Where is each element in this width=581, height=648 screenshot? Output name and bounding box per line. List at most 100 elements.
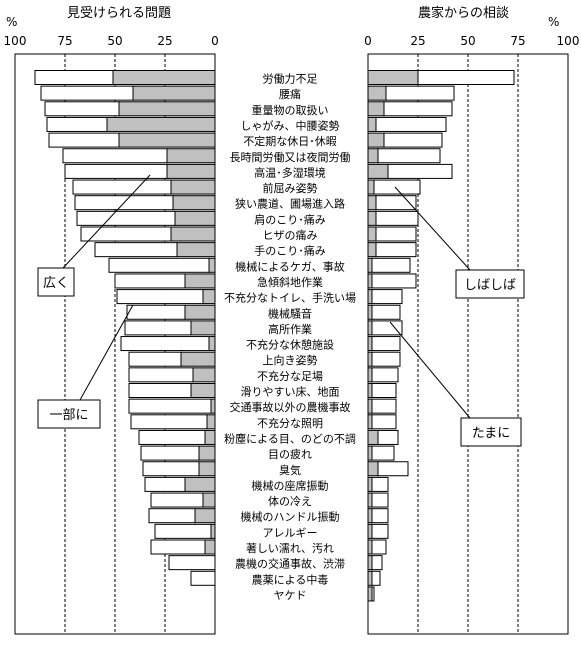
category-label: 高温･多湿環境 xyxy=(254,165,326,179)
left-bar-ichibuni xyxy=(80,226,172,242)
left-bar-ichibuni xyxy=(150,539,206,555)
left-bars xyxy=(34,70,216,586)
right-bar-tamani xyxy=(371,476,389,492)
right-bar-shibashiba xyxy=(367,539,373,555)
right-bar-shibashiba xyxy=(367,163,389,179)
right-bar-tamani xyxy=(371,398,397,414)
category-label: 不充分な足場 xyxy=(257,369,323,383)
category-label: 交通事故以外の農機事故 xyxy=(230,400,351,414)
right-bar-tamani xyxy=(377,461,409,477)
category-label: 不充分な休憩施設 xyxy=(246,338,334,352)
right-tick-label: 75 xyxy=(510,34,525,48)
left-bar-ichibuni xyxy=(190,570,216,586)
left-bar-hiroku xyxy=(192,367,216,383)
category-label: 不充分な照明 xyxy=(257,416,323,430)
right-bar-tamani xyxy=(385,85,455,101)
right-unit-label: % xyxy=(548,15,559,29)
left-bar-ichibuni xyxy=(128,383,192,398)
category-label: 肩のこり･痛み xyxy=(254,212,326,226)
right-bar-tamani xyxy=(371,351,401,367)
right-bar-tamani xyxy=(371,320,403,336)
right-bar-tamani xyxy=(373,179,421,195)
category-label: 臭気 xyxy=(279,463,301,477)
category-label: 粉塵による目、のどの不調 xyxy=(224,431,356,445)
category-label: 機械騒音 xyxy=(268,306,312,320)
right-bar-tamani xyxy=(371,492,389,508)
annotation-hiroku-text: 広く xyxy=(43,276,69,291)
left-bar-hiroku xyxy=(210,523,216,539)
left-bar-ichibuni xyxy=(62,148,168,164)
category-label: 滑りやすい床、地面 xyxy=(241,385,340,399)
left-unit-label: % xyxy=(6,15,17,29)
right-bar-tamani xyxy=(371,383,397,398)
right-bar-shibashiba xyxy=(367,320,373,336)
category-label: 著しい濡れ、汚れ xyxy=(246,541,334,555)
right-tick-label: 25 xyxy=(410,34,425,48)
category-label: 労働力不足 xyxy=(263,72,318,86)
left-bar-ichibuni xyxy=(116,289,204,305)
category-labels: 労働力不足腰痛重量物の取扱いしゃがみ、中腰姿勢不定期な休日･休暇長時間労働又は夜… xyxy=(224,72,356,602)
left-bar-hiroku xyxy=(204,429,216,445)
left-bar-ichibuni xyxy=(94,242,178,258)
left-bar-ichibuni xyxy=(72,179,172,195)
left-bar-hiroku xyxy=(166,163,216,179)
right-bar-shibashiba xyxy=(367,242,377,258)
right-bar-tamani xyxy=(377,429,399,445)
category-label: 前屈み姿勢 xyxy=(263,181,318,195)
left-bar-hiroku xyxy=(184,304,216,320)
left-bar-hiroku xyxy=(132,85,216,101)
right-bar-tamani xyxy=(375,195,417,211)
right-bar-shibashiba xyxy=(367,476,373,492)
left-bar-hiroku xyxy=(194,508,216,524)
left-bar-hiroku xyxy=(202,492,216,508)
category-label: 農薬による中毒 xyxy=(252,572,329,586)
left-bar-hiroku xyxy=(198,461,216,477)
category-label: 機械によるケガ、事故 xyxy=(235,259,344,273)
right-bar-shibashiba xyxy=(367,257,373,273)
right-bars xyxy=(367,70,515,602)
category-label: 長時間労働又は夜間労働 xyxy=(230,150,351,164)
left-tick-label: 100 xyxy=(4,34,27,48)
right-bar-tamani xyxy=(371,336,401,352)
left-bar-hiroku xyxy=(170,226,216,242)
category-label: ヤケド xyxy=(274,589,307,602)
category-label: 農機の交通事故、渋滞 xyxy=(235,557,345,571)
left-bar-hiroku xyxy=(198,445,216,461)
category-label: ヒザの痛み xyxy=(263,228,318,242)
right-bar-shibashiba xyxy=(367,445,373,461)
left-bar-ichibuni xyxy=(114,273,186,289)
right-tick-label: 0 xyxy=(364,34,372,48)
left-bar-ichibuni xyxy=(150,492,204,508)
left-bar-ichibuni xyxy=(148,508,196,524)
right-bar-tamani xyxy=(371,508,389,524)
category-label: 不充分なトイレ、手洗い場 xyxy=(224,291,356,305)
right-bar-shibashiba xyxy=(367,70,419,85)
annotation-tamani: たまに xyxy=(389,321,522,447)
left-bar-ichibuni xyxy=(76,210,176,226)
left-bar-ichibuni xyxy=(120,336,210,352)
left-bar-hiroku xyxy=(202,289,216,305)
left-bar-ichibuni xyxy=(130,414,208,430)
right-bar-tamani xyxy=(371,289,403,305)
right-bar-tamani xyxy=(377,148,441,164)
right-bar-tamani xyxy=(417,70,515,85)
left-bar-hiroku xyxy=(180,351,216,367)
right-bar-shibashiba xyxy=(367,586,373,602)
right-bar-shibashiba xyxy=(367,570,373,586)
category-label: 腰痛 xyxy=(279,87,301,101)
left-bar-ichibuni xyxy=(44,101,120,117)
right-tick-label: 100 xyxy=(557,34,580,48)
category-label: 上向き姿勢 xyxy=(263,353,318,367)
right-bar-tamani xyxy=(371,523,389,539)
right-bar-shibashiba xyxy=(367,195,377,211)
right-bar-tamani xyxy=(371,445,395,461)
left-bar-ichibuni xyxy=(144,476,186,492)
category-label: 急傾斜地作業 xyxy=(257,275,323,289)
left-bar-ichibuni xyxy=(168,555,216,571)
right-bar-tamani xyxy=(371,367,399,383)
left-bar-ichibuni xyxy=(40,85,134,101)
right-bar-shibashiba xyxy=(367,148,379,164)
right-bar-tamani xyxy=(375,242,417,258)
